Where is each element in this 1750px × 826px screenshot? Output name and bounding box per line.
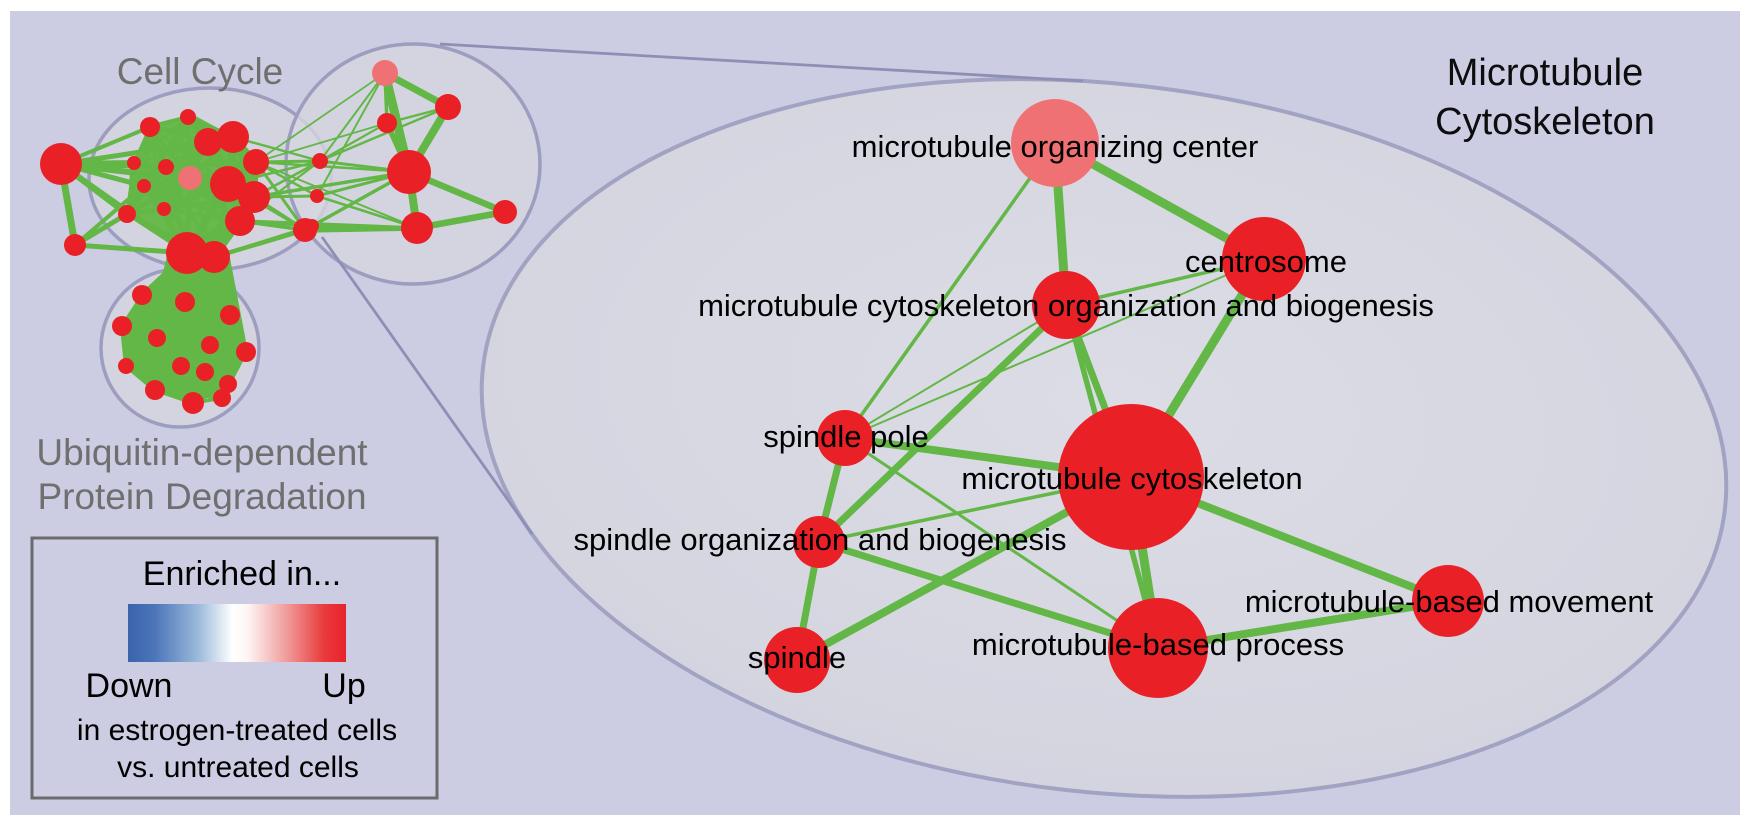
svg-text:Down: Down xyxy=(86,667,173,705)
svg-text:spindle organization and bioge: spindle organization and biogenesis xyxy=(574,522,1067,557)
svg-text:centrosome: centrosome xyxy=(1185,244,1347,279)
svg-text:Protein Degradation: Protein Degradation xyxy=(37,476,366,517)
svg-text:in estrogen-treated cells: in estrogen-treated cells xyxy=(77,714,397,747)
svg-text:microtubule organizing center: microtubule organizing center xyxy=(852,129,1259,164)
svg-text:Cell Cycle: Cell Cycle xyxy=(117,51,284,92)
svg-text:Up: Up xyxy=(322,667,365,705)
svg-text:Cytoskeleton: Cytoskeleton xyxy=(1435,101,1655,143)
svg-text:vs. untreated cells: vs. untreated cells xyxy=(117,751,359,784)
svg-text:spindle: spindle xyxy=(748,640,846,675)
svg-text:Ubiquitin-dependent: Ubiquitin-dependent xyxy=(36,432,368,473)
svg-text:microtubule cytoskeleton organ: microtubule cytoskeleton organization an… xyxy=(698,288,1434,323)
svg-text:microtubule-based process: microtubule-based process xyxy=(972,627,1344,662)
svg-text:microtubule-based movement: microtubule-based movement xyxy=(1245,584,1654,619)
svg-text:spindle pole: spindle pole xyxy=(763,419,928,454)
svg-text:Microtubule: Microtubule xyxy=(1447,52,1643,94)
svg-text:Enriched in...: Enriched in... xyxy=(143,555,341,593)
svg-text:microtubule cytoskeleton: microtubule cytoskeleton xyxy=(961,461,1302,496)
